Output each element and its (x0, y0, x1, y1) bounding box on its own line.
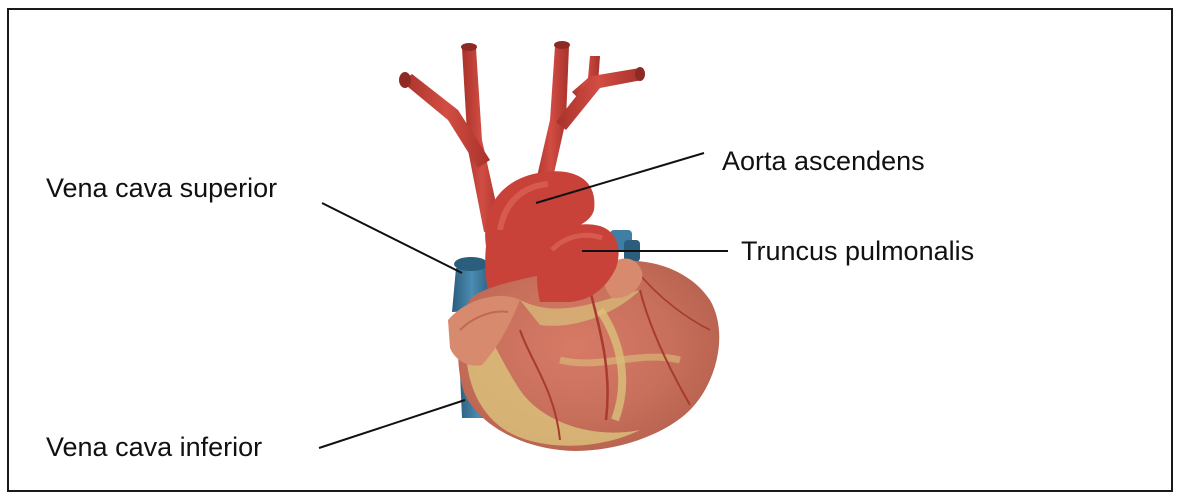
label-vena-cava-inferior: Vena cava inferior (46, 434, 262, 461)
label-truncus-pulmonalis: Truncus pulmonalis (741, 238, 974, 265)
leader-line-vena-cava-inferior (319, 400, 465, 448)
leader-line-vena-cava-superior (322, 203, 462, 273)
label-aorta-ascendens: Aorta ascendens (722, 148, 925, 175)
label-vena-cava-superior: Vena cava superior (46, 175, 277, 202)
